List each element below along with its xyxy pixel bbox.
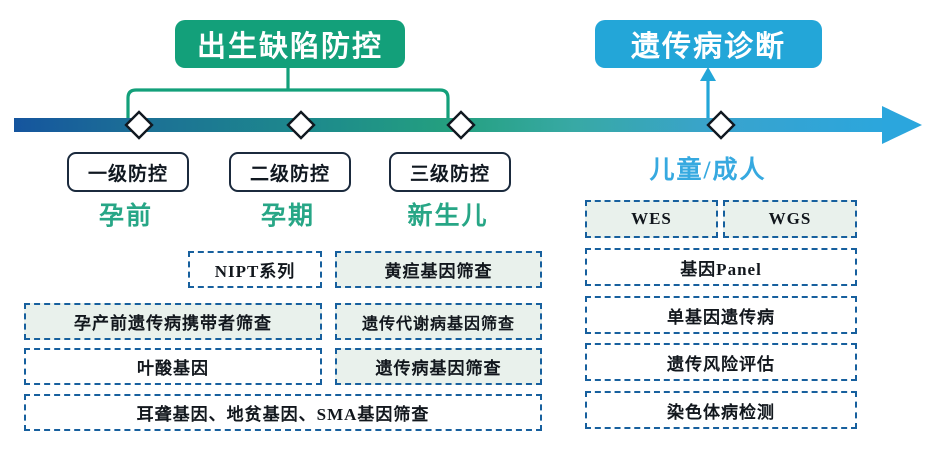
item-prenatal-carrier-screening[interactable]: 孕产前遗传病携带者筛查 [24, 303, 322, 340]
timeline-axis [14, 106, 922, 144]
stage-box-secondary-prevention[interactable]: 二级防控 [229, 152, 351, 192]
header-pill-genetic-disease-diagnosis: 遗传病诊断 [595, 20, 822, 68]
stage-box-primary-prevention[interactable]: 一级防控 [67, 152, 189, 192]
bracket-connector [126, 66, 450, 120]
item-gene-panel[interactable]: 基因Panel [585, 248, 857, 286]
arrow-connector-up-icon [700, 67, 716, 124]
stage-label-child-adult: 儿童/成人 [649, 157, 767, 184]
item-monogenic-disease[interactable]: 单基因遗传病 [585, 296, 857, 334]
item-wgs[interactable]: WGS [723, 200, 857, 238]
item-genetic-risk-assessment[interactable]: 遗传风险评估 [585, 343, 857, 381]
item-genetic-disease-gene-screening[interactable]: 遗传病基因筛查 [335, 348, 542, 385]
stage-label-newborn: 新生儿 [407, 203, 489, 230]
item-inherited-metabolic-disease-gene-screening[interactable]: 遗传代谢病基因筛查 [335, 303, 542, 340]
stage-label-pregnancy: 孕期 [260, 203, 315, 230]
stage-label-pre-pregnancy: 孕前 [98, 203, 153, 230]
item-wes[interactable]: WES [585, 200, 718, 238]
item-nipt-series[interactable]: NIPT系列 [188, 251, 322, 288]
stage-box-tertiary-prevention[interactable]: 三级防控 [389, 152, 511, 192]
header-pill-birth-defect-prevention: 出生缺陷防控 [175, 20, 405, 68]
item-folate-gene[interactable]: 叶酸基因 [24, 348, 322, 385]
timeline-marker [124, 110, 736, 140]
item-deafness-thalassemia-sma-gene-screening[interactable]: 耳聋基因、地贫基因、SMA基因筛查 [24, 394, 542, 431]
item-jaundice-gene-screening[interactable]: 黄疸基因筛查 [335, 251, 542, 288]
item-chromosomal-disease-testing[interactable]: 染色体病检测 [585, 391, 857, 429]
